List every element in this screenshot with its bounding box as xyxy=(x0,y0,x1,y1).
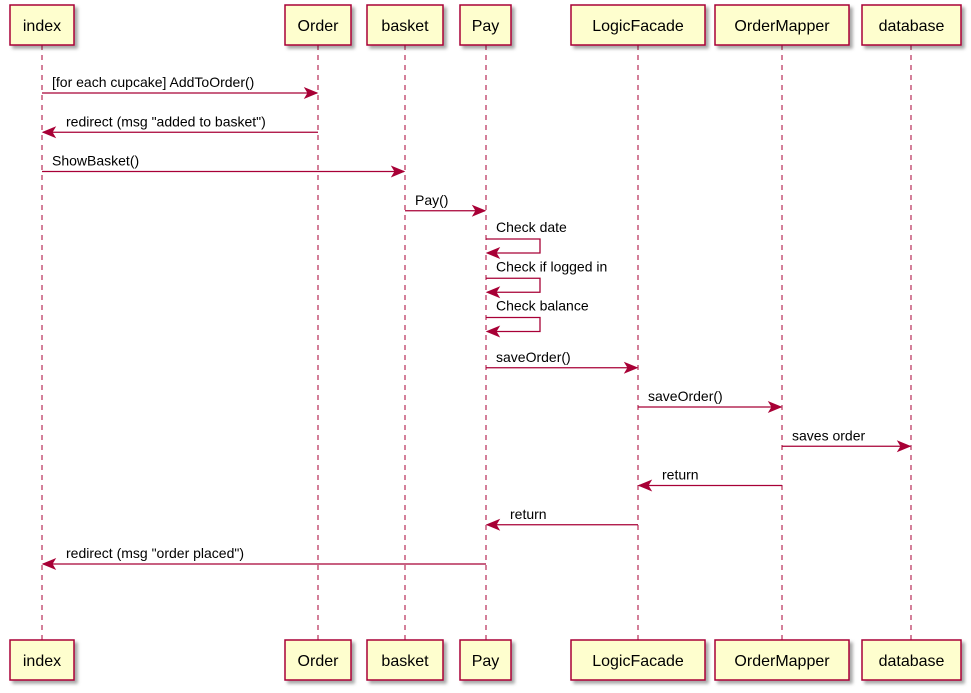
participant-label: Order xyxy=(298,18,340,35)
participant-label: Order xyxy=(298,653,340,670)
arrowhead xyxy=(485,518,501,531)
participant-box xyxy=(570,639,706,681)
participant-basket-top: basket xyxy=(366,4,444,46)
message-label: saveOrder() xyxy=(496,349,571,365)
message-2: redirect (msg "added to basket") xyxy=(41,113,318,139)
participant-database-top: database xyxy=(861,4,962,46)
participant-box xyxy=(861,4,962,46)
participant-label: index xyxy=(23,18,61,35)
participant-ordermapper-top: OrderMapper xyxy=(714,4,850,46)
message-6: Check if logged in xyxy=(485,258,607,299)
participant-label: database xyxy=(879,653,945,670)
message-label: Check if logged in xyxy=(496,258,607,274)
message-7: Check balance xyxy=(485,298,589,338)
arrowhead xyxy=(471,204,487,217)
arrowhead xyxy=(485,246,501,260)
participant-order-top: Order xyxy=(284,4,352,46)
participant-database-bottom: database xyxy=(861,639,962,681)
participant-box xyxy=(366,4,444,46)
arrowhead xyxy=(485,325,501,338)
arrowhead xyxy=(390,165,406,178)
messages: [for each cupcake] AddToOrder() redirect … xyxy=(41,74,912,571)
message-label: Pay() xyxy=(415,192,448,208)
arrowhead xyxy=(637,479,653,492)
message-label: [for each cupcake] AddToOrder() xyxy=(52,74,254,90)
participant-box xyxy=(861,639,962,681)
message-label: saves order xyxy=(792,427,865,443)
arrowhead xyxy=(896,440,912,453)
message-label: saveOrder() xyxy=(648,388,723,404)
participant-order-bottom: Order xyxy=(284,639,352,681)
message-label: redirect (msg "added to basket") xyxy=(66,113,266,129)
message-label: return xyxy=(662,467,699,483)
participant-box xyxy=(284,639,352,681)
participant-index-bottom: index xyxy=(9,639,75,681)
participants: indexindexOrderOrderbasketbasketPayPayLo… xyxy=(9,4,962,681)
arrowhead xyxy=(303,86,319,100)
participant-logicfacade-bottom: LogicFacade xyxy=(570,639,706,681)
participant-box xyxy=(9,4,75,46)
message-label: return xyxy=(510,506,547,522)
self-arrow-line xyxy=(486,316,541,333)
message-12: return xyxy=(485,506,638,531)
participant-label: Pay xyxy=(472,18,500,35)
participant-box xyxy=(459,639,512,681)
message-3: ShowBasket() xyxy=(42,153,406,178)
message-label: ShowBasket() xyxy=(52,153,139,169)
participant-index-top: index xyxy=(9,4,75,46)
arrowhead xyxy=(623,361,639,374)
message-8: saveOrder() xyxy=(486,349,639,374)
participant-pay-bottom: Pay xyxy=(459,639,512,681)
self-arrow-line xyxy=(486,277,541,293)
participant-box xyxy=(459,4,512,46)
self-arrow-line xyxy=(486,238,541,254)
message-5: Check date xyxy=(485,219,567,260)
message-13: redirect (msg "order placed") xyxy=(41,545,486,571)
participant-label: Pay xyxy=(472,653,500,670)
participant-ordermapper-bottom: OrderMapper xyxy=(714,639,850,681)
participant-pay-top: Pay xyxy=(459,4,512,46)
participant-basket-bottom: basket xyxy=(366,639,444,681)
participant-label: OrderMapper xyxy=(734,18,830,35)
arrowhead xyxy=(485,286,501,299)
message-9: saveOrder() xyxy=(638,388,783,414)
participant-box xyxy=(366,639,444,681)
participant-label: basket xyxy=(381,653,429,670)
arrowhead xyxy=(767,400,783,414)
message-1: [for each cupcake] AddToOrder() xyxy=(42,74,319,100)
participant-box xyxy=(9,639,75,681)
message-label: Check balance xyxy=(496,298,589,314)
participant-label: index xyxy=(23,653,61,670)
message-4: Pay() xyxy=(405,192,487,217)
participant-label: OrderMapper xyxy=(734,653,830,670)
participant-box xyxy=(570,4,706,46)
message-11: return xyxy=(637,467,782,492)
arrowhead xyxy=(41,126,57,139)
arrowhead xyxy=(41,557,57,571)
message-label: Check date xyxy=(496,219,567,235)
participant-label: LogicFacade xyxy=(592,653,684,670)
participant-logicfacade-top: LogicFacade xyxy=(570,4,706,46)
participant-label: basket xyxy=(381,18,429,35)
participant-box xyxy=(284,4,352,46)
participant-label: LogicFacade xyxy=(592,18,684,35)
participant-box xyxy=(714,639,850,681)
message-label: redirect (msg "order placed") xyxy=(66,545,244,561)
message-10: saves order xyxy=(782,427,912,453)
participant-label: database xyxy=(879,18,945,35)
participant-box xyxy=(714,4,850,46)
